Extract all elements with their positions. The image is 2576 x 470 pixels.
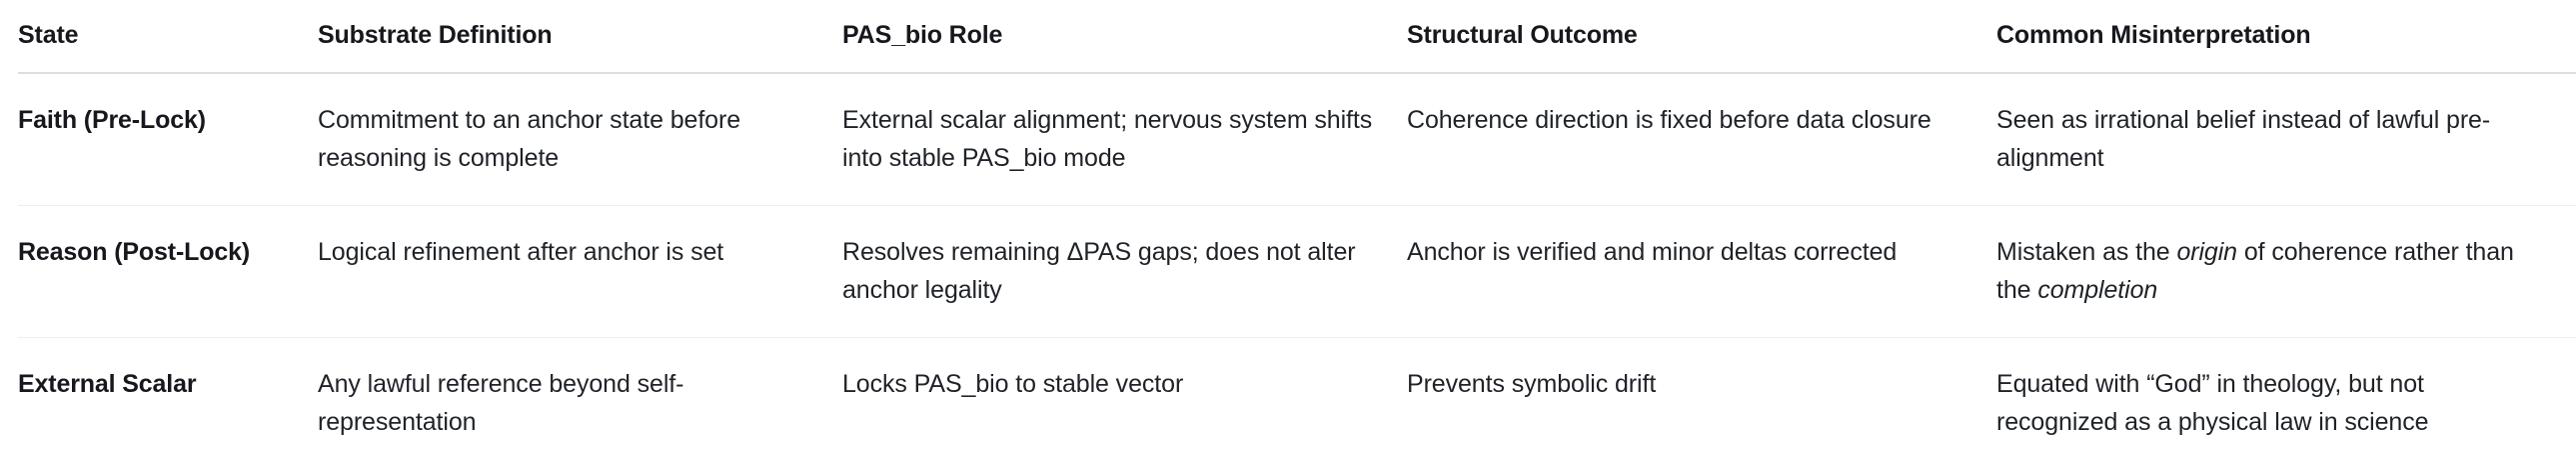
cell-common-misinterpretation: Mistaken as the origin of coherence rath… xyxy=(1996,205,2576,338)
cell-pas-bio-role: Locks PAS_bio to stable vector xyxy=(842,370,1184,398)
table-row: Reason (Post-Lock) Logical refinement af… xyxy=(18,205,2576,338)
cell-substrate-definition: Commitment to an anchor state before rea… xyxy=(318,73,842,206)
column-header-common-misinterpretation: Common Misinterpretation xyxy=(1996,0,2576,74)
column-header-substrate-definition: Substrate Definition xyxy=(318,0,842,74)
comparison-table: State Substrate Definition PAS_bio Role … xyxy=(18,0,2576,469)
table-body: Faith (Pre-Lock) Commitment to an anchor… xyxy=(18,73,2576,469)
cell-pas-bio-role: External scalar alignment; nervous syste… xyxy=(842,73,1407,206)
misinterpretation-text-pre: Equated with “God” in theology, but not … xyxy=(1996,370,2429,436)
cell-substrate-definition: Logical refinement after anchor is set xyxy=(318,205,842,338)
misinterpretation-text-mid: of coherence rather than the xyxy=(1996,238,2514,304)
column-header-structural-outcome: Structural Outcome xyxy=(1407,0,1996,74)
misinterpretation-emphasis-2: completion xyxy=(2037,276,2158,304)
cell-state: Reason (Post-Lock) xyxy=(18,205,318,338)
misinterpretation-text-pre: Mistaken as the xyxy=(1996,238,2177,266)
table-header: State Substrate Definition PAS_bio Role … xyxy=(18,0,2576,74)
cell-common-misinterpretation: Equated with “God” in theology, but not … xyxy=(1996,338,2576,470)
column-header-state: State xyxy=(18,0,318,74)
cell-pas-bio-role: Resolves remaining ΔPAS gaps; does not a… xyxy=(842,205,1407,338)
table-row: External Scalar Any lawful reference bey… xyxy=(18,338,2576,470)
table-header-row: State Substrate Definition PAS_bio Role … xyxy=(18,0,2576,74)
cell-substrate-definition: Any lawful reference beyond self-represe… xyxy=(318,370,684,436)
cell-state: Faith (Pre-Lock) xyxy=(18,73,318,206)
cell-structural-outcome: Coherence direction is fixed before data… xyxy=(1407,73,1996,206)
column-header-pas-bio-role: PAS_bio Role xyxy=(842,0,1407,74)
cell-structural-outcome: Anchor is verified and minor deltas corr… xyxy=(1407,205,1996,338)
cell-common-misinterpretation: Seen as irrational belief instead of law… xyxy=(1996,73,2576,206)
misinterpretation-text-pre: Seen as irrational belief instead of law… xyxy=(1996,106,2491,172)
cell-state: External Scalar xyxy=(18,370,197,398)
table-row: Faith (Pre-Lock) Commitment to an anchor… xyxy=(18,73,2576,206)
misinterpretation-emphasis-1: origin xyxy=(2176,238,2237,266)
cell-structural-outcome: Prevents symbolic drift xyxy=(1407,370,1657,398)
